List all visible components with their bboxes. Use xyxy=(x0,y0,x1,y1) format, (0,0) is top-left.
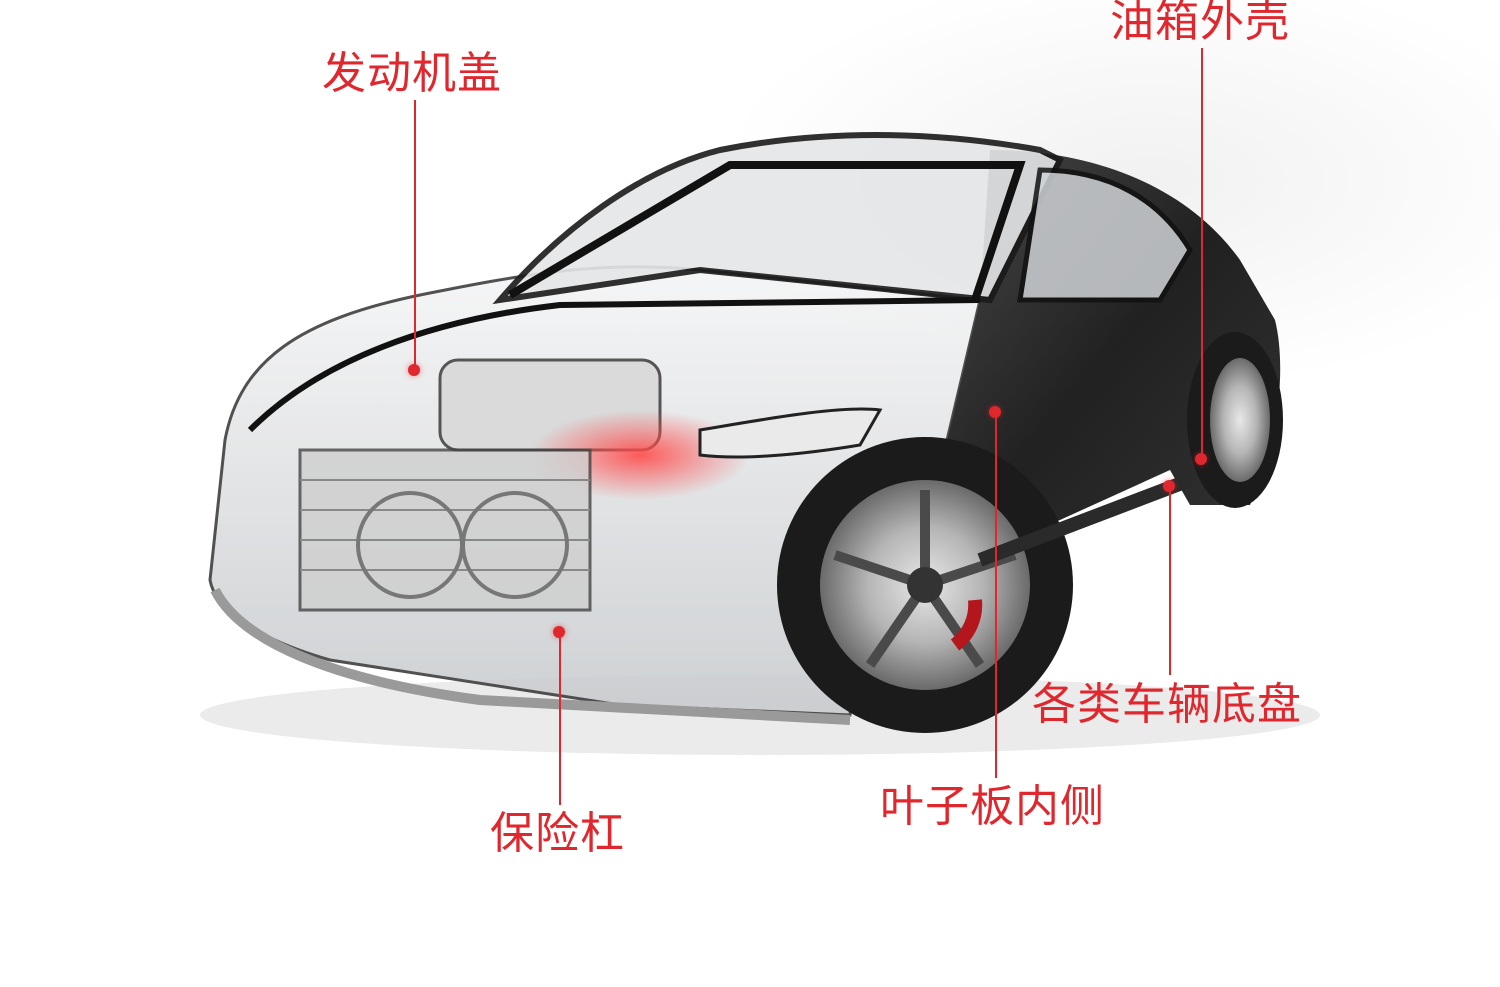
dot-hood xyxy=(408,364,420,376)
label-tank: 油箱外壳 xyxy=(1110,0,1290,47)
side-sill xyxy=(977,473,1193,567)
fan-right xyxy=(461,491,569,599)
dot-bumper xyxy=(553,626,565,638)
leader-hood xyxy=(414,100,416,370)
label-bumper: 保险杠 xyxy=(490,808,625,859)
rear-rim xyxy=(1210,358,1270,482)
front-brake-caliper xyxy=(950,599,983,651)
leader-bumper xyxy=(559,635,561,805)
dot-tank xyxy=(1195,453,1207,465)
front-bumper xyxy=(210,587,851,725)
car-cabin-glass xyxy=(492,132,1065,305)
leader-fender xyxy=(995,418,997,778)
headlight xyxy=(698,407,883,459)
radiator-fins xyxy=(300,479,590,571)
windshield-frame xyxy=(507,161,1026,302)
label-fender: 叶子板内侧 xyxy=(880,781,1105,832)
dot-fender xyxy=(989,406,1001,418)
side-window xyxy=(1017,167,1193,303)
hood-edge xyxy=(247,297,981,433)
label-chassis: 各类车辆底盘 xyxy=(1032,679,1302,730)
leader-chassis xyxy=(1169,490,1171,675)
dot-chassis xyxy=(1163,480,1175,492)
front-hub xyxy=(907,567,943,603)
label-hood: 发动机盖 xyxy=(322,48,502,99)
leader-tank xyxy=(1201,48,1203,460)
